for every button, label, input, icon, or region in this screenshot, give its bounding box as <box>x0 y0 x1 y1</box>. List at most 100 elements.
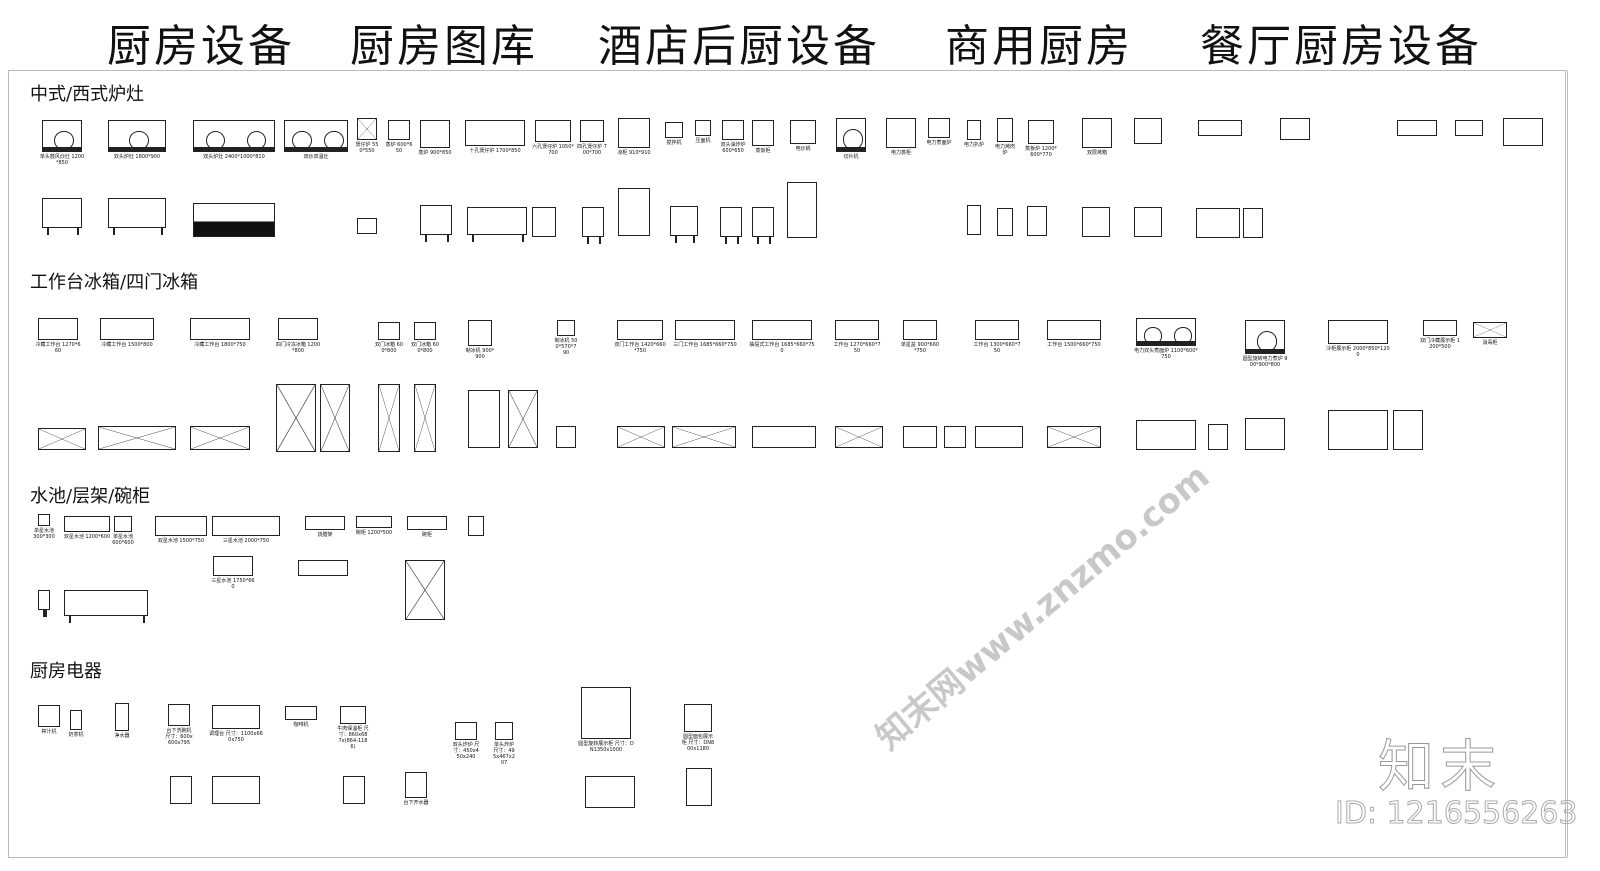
cad-symbol <box>155 516 207 536</box>
symbol-label: 冷藏工作台 1270*660 <box>35 342 81 354</box>
cad-symbol <box>420 205 452 242</box>
cad-symbol <box>70 710 82 730</box>
cad-symbol <box>508 390 538 448</box>
symbol-label: 双门冰箱 600*800 <box>411 342 439 354</box>
cad-symbol <box>357 218 377 234</box>
symbol-label: 双头炉灶 1800*900 <box>113 154 161 160</box>
symbol-label: 圆型旋转电力煮炉 900*900*800 <box>1242 356 1288 368</box>
image-id: ID: 1216556263 <box>1334 796 1578 832</box>
symbol-label: 制冰机 900*900 <box>465 348 495 360</box>
cad-symbol <box>420 120 450 148</box>
symbol-label: 搅拌机 <box>666 140 682 146</box>
cad-symbol <box>38 705 60 727</box>
cad-symbol <box>557 320 575 336</box>
heading-commercial-kitchen: 商用厨房 <box>945 21 1133 72</box>
cad-symbol <box>320 384 350 452</box>
cad-symbol <box>1136 318 1196 346</box>
symbol-label: 咖啡机 <box>293 722 309 728</box>
symbol-label: 工作台 1270*660*750 <box>833 342 881 354</box>
cad-symbol <box>115 703 129 731</box>
cad-symbol <box>665 122 683 138</box>
cad-symbol <box>284 120 348 152</box>
cad-symbol <box>975 426 1023 448</box>
cad-symbol <box>64 590 148 623</box>
symbol-label: 单头鼓风炒灶 1200*850 <box>39 154 85 166</box>
cad-symbol <box>98 426 176 450</box>
cad-symbol <box>1136 420 1196 450</box>
cad-symbol <box>787 182 817 238</box>
cad-symbol <box>190 426 250 450</box>
cad-symbol <box>556 426 576 448</box>
cad-symbol <box>1047 320 1101 340</box>
cad-symbol <box>886 118 916 148</box>
symbol-label: 牛肉保温柜 尺寸：860x687x(864-1186) <box>337 726 369 750</box>
symbol-label: 切片机 <box>843 154 859 160</box>
cad-symbol <box>340 706 366 724</box>
symbol-label: 台下开水器 <box>403 800 429 806</box>
symbol-label: 电力煮面炉 <box>926 140 952 146</box>
cad-symbol <box>1503 118 1543 146</box>
symbol-label: 压面机 <box>695 138 711 144</box>
cad-symbol <box>38 318 78 340</box>
cad-symbol <box>388 120 410 140</box>
cad-symbol <box>468 516 484 536</box>
section-sinks: 水池/层架/碗柜 <box>30 486 151 507</box>
cad-symbol <box>944 426 966 448</box>
symbol-label: 净水器 <box>114 733 130 739</box>
cad-symbol <box>38 514 50 526</box>
cad-symbol <box>467 207 527 242</box>
symbol-label: 三星水池 1750*660 <box>211 578 255 590</box>
cad-symbol <box>356 516 392 528</box>
symbol-label: 蒸炉 600*650 <box>385 142 413 154</box>
cad-symbol <box>465 120 525 146</box>
symbol-label: 双头炸炉 尺寸：450x450x240 <box>452 742 480 760</box>
cad-symbol <box>967 120 981 140</box>
symbol-label: 圆型旋转展示柜 尺寸：DN1350x1000 <box>578 741 634 753</box>
cad-symbol <box>378 384 400 452</box>
cad-symbol <box>686 768 712 806</box>
cad-symbol <box>928 118 950 138</box>
symbol-label: 双门冷藏展示柜 1200*500 <box>1420 338 1460 350</box>
cad-symbol <box>1328 410 1388 450</box>
symbol-label: 电力双头煮面炉 1100*600*750 <box>1134 348 1198 360</box>
cad-symbol <box>997 208 1013 236</box>
cad-symbol <box>276 384 316 452</box>
cad-symbol <box>455 722 477 740</box>
cad-symbol <box>752 207 774 244</box>
symbol-label: 电力蒸柜 <box>890 150 911 156</box>
cad-symbol <box>212 705 260 729</box>
symbol-label: 制冰机 500*570*790 <box>554 338 578 356</box>
cad-symbol <box>1245 418 1285 450</box>
symbol-label: 煲仔炉 550*550 <box>355 142 379 154</box>
symbol-label: 单星盆 900*660*750 <box>900 342 940 354</box>
cad-symbol <box>1082 118 1112 148</box>
symbol-label: 双头油炸炉 600*650 <box>720 142 746 154</box>
symbol-label: 四孔煲仔炉 700*700 <box>577 144 607 156</box>
cad-symbol <box>585 776 635 808</box>
symbol-label: 双炒双温灶 <box>303 154 329 160</box>
cad-symbol <box>357 118 377 140</box>
symbol-label: 台下洗碗机 尺寸：600x600x795 <box>165 728 193 746</box>
cad-symbol <box>752 426 816 448</box>
symbol-label: 三门工作台 1685*660*750 <box>673 342 737 348</box>
symbol-label: 双门冰箱 600*800 <box>375 342 403 354</box>
cad-symbol <box>42 120 82 152</box>
cad-symbol <box>1423 320 1457 336</box>
cad-symbol <box>617 426 665 448</box>
cad-symbol <box>298 560 348 576</box>
symbol-label: 蒸饭柜 <box>755 148 771 154</box>
drawing-frame <box>8 70 1568 858</box>
cad-symbol <box>903 426 937 448</box>
cad-symbol <box>997 118 1013 142</box>
cad-symbol <box>1134 118 1162 144</box>
cad-symbol <box>722 120 744 140</box>
symbol-label: 六孔煲仔炉 1050*700 <box>532 144 574 156</box>
symbol-label: 冷柜展示柜 2000*850*1200 <box>1326 346 1390 358</box>
symbol-label: 十孔煲仔炉 1700*850 <box>469 148 521 154</box>
cad-symbol <box>1245 320 1285 354</box>
symbol-label: 电力扒炉 <box>963 142 984 148</box>
cad-symbol <box>190 318 250 340</box>
cad-symbol <box>672 426 736 448</box>
cad-symbol <box>1455 120 1483 136</box>
cad-symbol <box>903 320 937 340</box>
